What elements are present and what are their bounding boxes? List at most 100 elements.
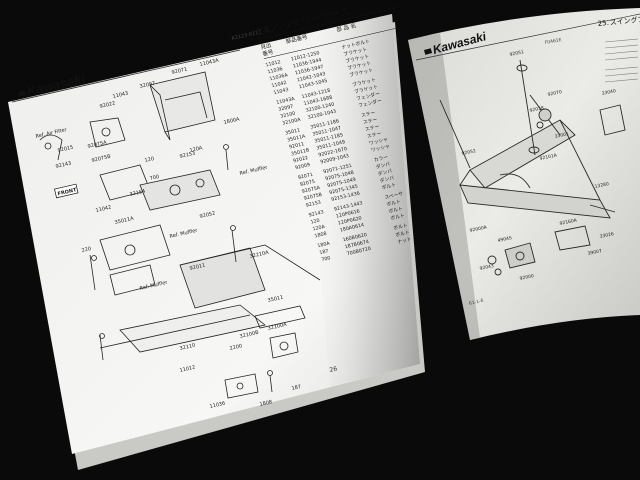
table-ref-cell: 92075 <box>299 179 316 188</box>
kawasaki-logo-icon <box>424 48 433 55</box>
table-ref-cell: 35011 <box>284 127 301 136</box>
section-number: 24. <box>255 24 275 39</box>
callout: 92071 <box>171 67 188 76</box>
left-page-number: 26 <box>329 365 338 374</box>
table-name-cell: ステー <box>364 124 380 133</box>
callout: 92075A <box>87 140 108 150</box>
table-partno-cell: 187B0674 <box>344 239 370 250</box>
callout: 49045 <box>497 235 512 244</box>
callout: 92075B <box>91 154 112 164</box>
table-partno-cell: 120P0616 <box>335 208 360 219</box>
callout: 92051 <box>509 49 524 58</box>
callout: 11043 <box>112 91 129 100</box>
table-ref-cell: 92075B <box>303 192 323 202</box>
table-partno-cell: 180A0614 <box>339 222 365 233</box>
callout: 32110 <box>179 343 196 352</box>
callout: 92143 <box>55 161 72 170</box>
table-partno-cell: 700B0720 <box>346 246 372 257</box>
callout: 92052 <box>461 148 476 157</box>
callout: 32100A <box>267 322 288 332</box>
callout: 92015 <box>57 145 74 154</box>
table-ref-cell: 11043 <box>273 87 290 96</box>
callout: 33040 <box>601 88 616 97</box>
table-ref-cell: 92022 <box>292 155 309 164</box>
table-ref-cell: 180A <box>317 240 331 249</box>
battery-case-diagram <box>39 71 321 399</box>
callout: 120A <box>189 145 204 154</box>
table-ref-cell: 92009 <box>294 162 311 171</box>
callout: 11036 <box>209 401 226 410</box>
table-name-cell: ステー <box>362 117 378 126</box>
table-name-cell: ボルト <box>394 229 410 239</box>
table-ref-cell: 120 <box>310 218 321 226</box>
callout: 187 <box>291 384 302 392</box>
callout: 35011A <box>114 216 135 226</box>
callout: 32097 <box>139 81 156 90</box>
right-part-number-top: F0461E <box>544 37 562 46</box>
table-ref-cell: 11036 <box>267 66 284 75</box>
table-name-cell: ボルト <box>392 222 408 232</box>
table-ref-cell: 11043A <box>276 96 296 106</box>
table-name-cell: ダンパ <box>375 160 391 170</box>
callout: 92028 <box>529 105 544 114</box>
col-header-ref: 見出 <box>259 41 272 51</box>
callout: 92153 <box>179 151 196 160</box>
table-ref-cell: 11012 <box>265 59 282 68</box>
callout: 11043A <box>199 58 220 68</box>
callout: 32100B <box>239 330 260 340</box>
table-partno-cell: 160B0620 <box>342 232 368 243</box>
table-name-cell: ボルト <box>386 198 402 208</box>
col-header-ref-sub: 番号 <box>262 49 275 58</box>
right-gutter-shadow <box>408 33 480 340</box>
kawasaki-logo-icon <box>18 90 26 97</box>
left-gutter-shadow <box>300 14 420 387</box>
table-name-cell: ダンパ <box>377 167 393 177</box>
callout: 1808 <box>259 399 273 408</box>
table-ref-cell: 92011 <box>288 141 305 150</box>
callout: 35011 <box>267 295 284 304</box>
callout: 92070 <box>547 89 562 98</box>
table-ref-cell: 32100A <box>282 117 302 127</box>
table-ref-cell: 92153 <box>305 200 322 209</box>
table-ref-cell: 1808 <box>314 231 328 240</box>
table-ref-cell: 92143 <box>308 209 325 218</box>
callout: 92101A <box>539 152 558 162</box>
table-ref-cell: 92075A <box>301 185 321 195</box>
table-name-cell: ステー <box>366 131 382 140</box>
table-name-cell: ボルト <box>390 212 406 222</box>
table-name-cell: ワッシャ <box>370 144 391 154</box>
table-partno-cell: 120P0620 <box>337 215 362 226</box>
callout: 32210A <box>249 250 270 260</box>
callout: 92022 <box>99 101 116 110</box>
callout: 220 <box>81 246 92 254</box>
callout: 39007 <box>587 248 602 257</box>
right-page <box>408 8 640 340</box>
callout: 2200 <box>229 343 243 352</box>
table-ref-cell: 32097 <box>278 104 295 113</box>
table-ref-cell: 700 <box>321 255 332 263</box>
table-name-cell: ステー <box>360 110 376 119</box>
callout: 92160A <box>559 217 578 227</box>
table-name-cell: ワッシャ <box>368 137 389 147</box>
table-ref-cell: 92071 <box>297 172 314 181</box>
callout: 1800A <box>223 116 241 126</box>
callout: 33026 <box>599 231 614 240</box>
table-ref-cell: 32100 <box>280 111 297 120</box>
right-page-text-lines <box>604 38 639 83</box>
callout: 120 <box>144 156 155 164</box>
table-footer-code: 61-1-6 <box>468 298 484 307</box>
callout: 92052 <box>199 211 216 220</box>
table-name-cell: カラー <box>373 154 389 163</box>
callout: 92000A <box>469 224 488 234</box>
table-ref-cell: 120A <box>312 224 326 233</box>
table-ref-cell: 11036A <box>269 72 289 82</box>
callout: 92000 <box>519 273 534 282</box>
swing-arm-diagram <box>439 59 626 276</box>
table-name-cell: ナット <box>397 236 413 245</box>
callout: 92043 <box>479 263 494 272</box>
table-name-cell: ボルト <box>381 181 397 191</box>
table-name-cell: ボルト <box>388 205 404 215</box>
callout: 92011 <box>189 263 206 272</box>
table-rows: 1101211012-1250ナットボルト1103611036-1944ブラケッ… <box>265 38 413 263</box>
